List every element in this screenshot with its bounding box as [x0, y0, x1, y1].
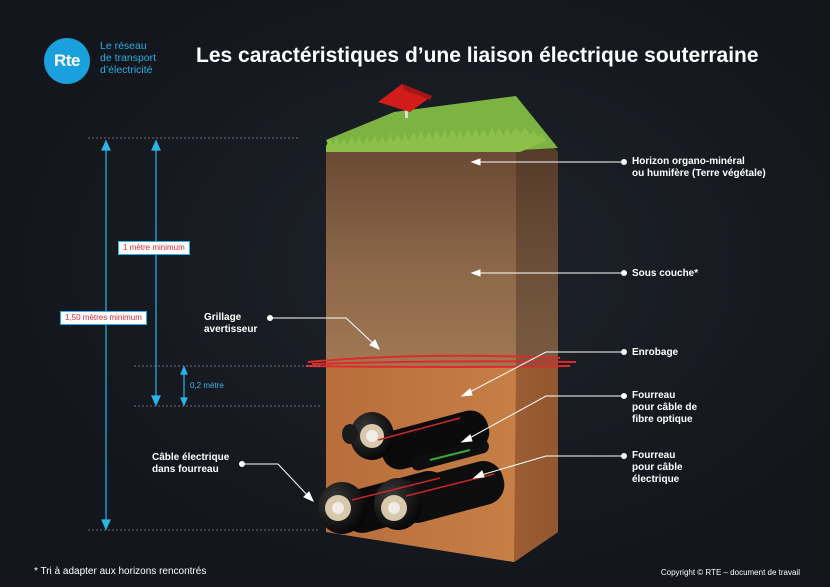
- measure-one-meter: 1 mètre minimum: [118, 241, 190, 255]
- copyright: Copyright © RTE – document de travail: [660, 568, 800, 577]
- label-fourreau-fibre: Fourreau pour câble de fibre optique: [632, 390, 698, 425]
- label-cable-electrique: Câble électrique dans fourreau: [152, 452, 230, 475]
- label-fourreau-cable: Fourreau pour câble électrique: [632, 450, 683, 485]
- footnote: * Tri à adapter aux horizons rencontrés: [34, 566, 207, 577]
- warning-mesh: [305, 354, 577, 368]
- label-horizon: Horizon organo-minéral ou humifère (Terr…: [632, 156, 766, 179]
- pointer-lines: [460, 158, 627, 479]
- rte-logo: Rte: [44, 38, 90, 84]
- grass-fringe: [326, 127, 546, 152]
- logo-mark: Rte: [54, 51, 80, 70]
- backfill-side: [514, 366, 558, 562]
- measure-one-fifty: 1,50 mètres minimum: [60, 311, 147, 325]
- pointer-lines-left: [239, 315, 380, 502]
- label-sous-couche: Sous couche*: [632, 268, 699, 279]
- label-enrobage: Enrobage: [632, 347, 679, 358]
- measure-arrows: [101, 139, 188, 531]
- marker-post: [405, 106, 408, 118]
- page-title: Les caractéristiques d’une liaison élect…: [196, 44, 759, 67]
- logo-tagline: Le réseau de transport d’électricité: [100, 40, 157, 76]
- guide-lines: [88, 137, 320, 531]
- label-grillage: Grillage avertisseur: [204, 312, 258, 335]
- measure-point-two: 0,2 mètre: [190, 381, 224, 390]
